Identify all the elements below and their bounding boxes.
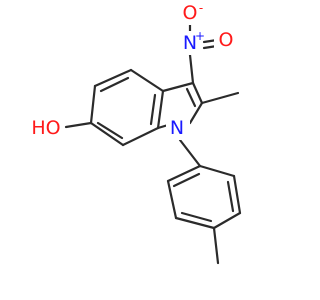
molecule-structure: HO N N + O - O	[28, 1, 242, 265]
nitro-nitrogen-label: N	[183, 32, 197, 54]
bond-c6-o	[64, 121, 93, 129]
bond-c4p-c5p-inner	[180, 211, 213, 223]
bond-c7-c7a	[121, 126, 160, 147]
nitro-oxygen-right-label: O	[219, 29, 234, 51]
bonds	[64, 18, 242, 265]
bond-c3-c2-inner	[185, 87, 197, 108]
bond-c5p-c6p	[166, 179, 178, 220]
bond-c6-c7-inner	[96, 121, 124, 140]
bond-c3a-c3	[161, 81, 195, 93]
bond-c3-nitro	[188, 53, 195, 85]
hydroxyl-label: HO	[31, 117, 60, 139]
bond-c4p-methyl	[212, 226, 220, 265]
bond-c3p-c4p	[212, 211, 242, 230]
bond-n1-c1p	[178, 138, 202, 168]
bond-c2p-c3p-inner	[226, 180, 235, 213]
bond-c4p-c5p	[174, 216, 216, 230]
bond-c7a-c3a-inner	[149, 93, 157, 126]
bond-c6p-c1p	[166, 164, 202, 183]
nitro-oxygen-top-label: O	[183, 2, 198, 24]
bond-c1p-c2p	[198, 164, 236, 178]
nitro-positive-charge: +	[195, 29, 205, 43]
atom-labels: HO N N + O - O	[28, 1, 238, 141]
bond-c4-c5-inner	[99, 76, 130, 93]
nitro-negative-charge: -	[199, 1, 203, 15]
bond-c6p-c1p-inner	[172, 172, 201, 188]
bond-c2-methyl	[200, 91, 240, 105]
bond-c6-c7	[89, 121, 125, 147]
bond-c2-n1	[188, 101, 204, 125]
bond-c5-c6	[89, 84, 97, 125]
bond-c4-c5	[93, 68, 133, 88]
bond-c3-c2	[191, 81, 204, 105]
bond-c7a-c3a	[156, 89, 165, 130]
ring-nitrogen-label: N	[170, 117, 184, 139]
bond-c3a-c4	[129, 68, 165, 93]
bond-c2p-c3p	[232, 174, 242, 215]
